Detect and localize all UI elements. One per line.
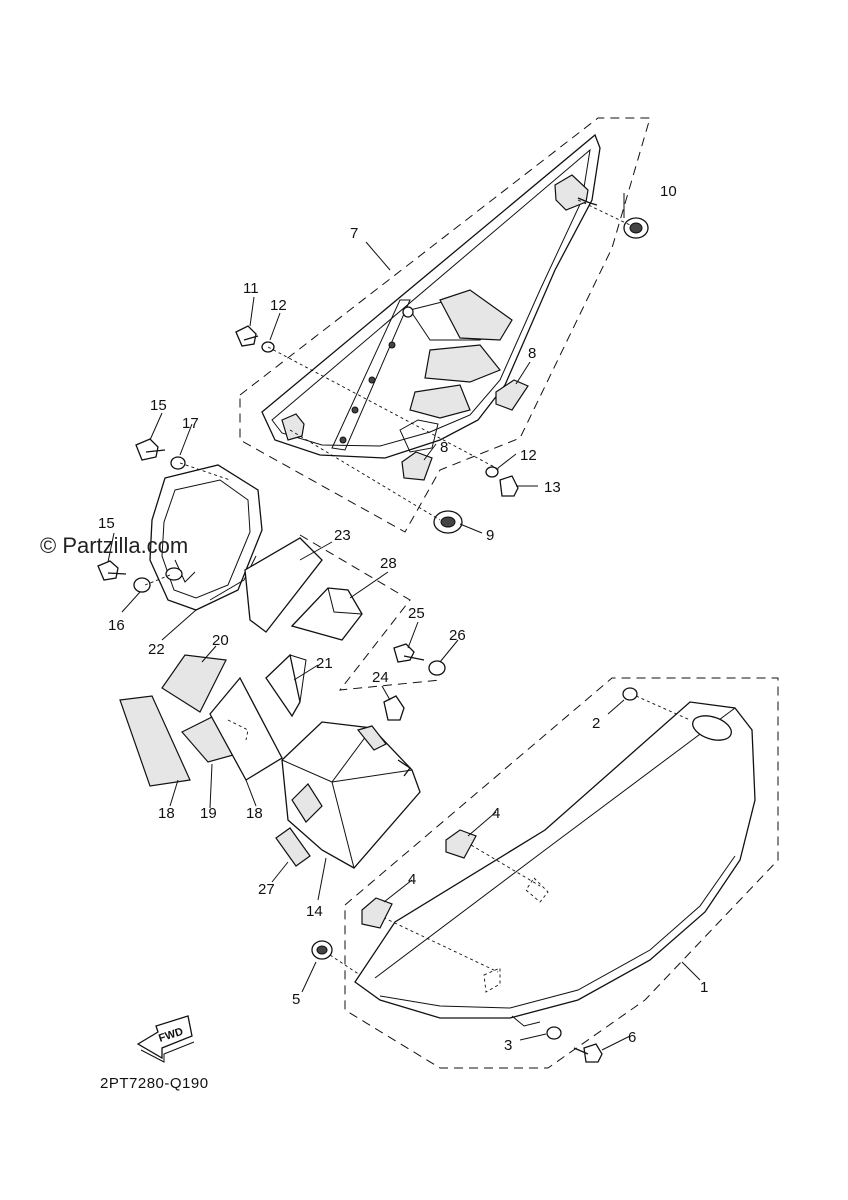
part-5-grommet[interactable] (311, 940, 333, 960)
part-15-bolt-lower[interactable] (97, 560, 127, 581)
callout-28: 28 (380, 555, 397, 572)
upper-group-outline (239, 117, 651, 533)
lower-cover-group (311, 677, 779, 1069)
part-27-pad[interactable] (275, 827, 311, 867)
part-26-collar[interactable] (428, 660, 446, 676)
part-4-pad-upper[interactable] (445, 829, 477, 859)
part-24-clip[interactable] (383, 695, 405, 721)
part-28-pad[interactable] (290, 587, 363, 641)
part-13-clip[interactable] (499, 475, 519, 497)
callout-22: 22 (148, 641, 165, 658)
callout-23: 23 (334, 527, 351, 544)
callout-15-upper: 15 (150, 397, 167, 414)
callout-11: 11 (243, 280, 259, 297)
part-4-pad-lower[interactable] (361, 897, 393, 929)
watermark: © Partzilla.com (40, 533, 188, 558)
diagram-code: 2PT7280-Q190 (100, 1075, 209, 1092)
callout-21: 21 (316, 655, 333, 672)
callout-3: 3 (504, 1037, 512, 1054)
part-8-pad-upper[interactable] (495, 379, 529, 411)
part-12-washer-lower[interactable] (485, 466, 499, 478)
callout-7: 7 (350, 225, 358, 242)
part-9-grommet[interactable] (433, 510, 463, 534)
part-2-damper[interactable] (622, 687, 638, 701)
part-6-bolt[interactable] (573, 1043, 603, 1063)
part-25-bolt[interactable] (393, 643, 425, 663)
fwd-arrow-icon: FWD (136, 1015, 195, 1063)
lower-group-outline (344, 677, 779, 1069)
callout-24: 24 (372, 669, 389, 686)
callout-12-upper: 12 (270, 297, 287, 314)
part-11-bolt[interactable] (235, 325, 259, 347)
callout-4-upper: 4 (492, 805, 500, 822)
part-18-pad-left[interactable] (119, 695, 191, 787)
callout-25: 25 (408, 605, 425, 622)
part-16-collar[interactable] (133, 577, 151, 593)
part-8-pad-lower[interactable] (401, 451, 433, 481)
callout-16: 16 (108, 617, 125, 634)
inner-louver (439, 289, 513, 341)
callout-5: 5 (292, 991, 300, 1008)
callout-4-lower: 4 (408, 871, 416, 888)
callout-8-lower: 8 (440, 439, 448, 456)
callout-labels: 7 10 11 12 8 8 12 13 9 15 17 15 16 22 23… (98, 183, 708, 1054)
callout-8-upper: 8 (528, 345, 536, 362)
toolbox-group (97, 438, 446, 869)
callout-17: 17 (182, 415, 199, 432)
leader-lines (107, 193, 701, 1051)
part-3-collar[interactable] (546, 1026, 562, 1040)
callout-18-left: 18 (158, 805, 175, 822)
callout-27: 27 (258, 881, 275, 898)
callout-26: 26 (449, 627, 466, 644)
part-23-pad[interactable] (244, 537, 323, 633)
callout-6: 6 (628, 1029, 636, 1046)
part-17-washer[interactable] (170, 456, 186, 470)
callout-10: 10 (660, 183, 677, 200)
callout-1: 1 (700, 979, 708, 996)
part-10-grommet[interactable] (623, 217, 649, 239)
callout-14: 14 (306, 903, 323, 920)
callout-12-lower: 12 (520, 447, 537, 464)
callout-18-right: 18 (246, 805, 263, 822)
callout-19: 19 (200, 805, 217, 822)
callout-2: 2 (592, 715, 600, 732)
callout-15-lower: 15 (98, 515, 115, 532)
part-21-pad[interactable] (265, 653, 301, 718)
part-20-pad[interactable] (161, 654, 227, 713)
callout-20: 20 (212, 632, 229, 649)
part-7-side-cover[interactable] (261, 133, 601, 459)
upper-cover-group (235, 117, 651, 534)
part-1-side-cover[interactable] (354, 701, 756, 1019)
part-14-toolbox[interactable] (281, 721, 421, 869)
callout-13: 13 (544, 479, 561, 496)
part-15-bolt-upper[interactable] (135, 438, 166, 461)
callout-9: 9 (486, 527, 494, 544)
